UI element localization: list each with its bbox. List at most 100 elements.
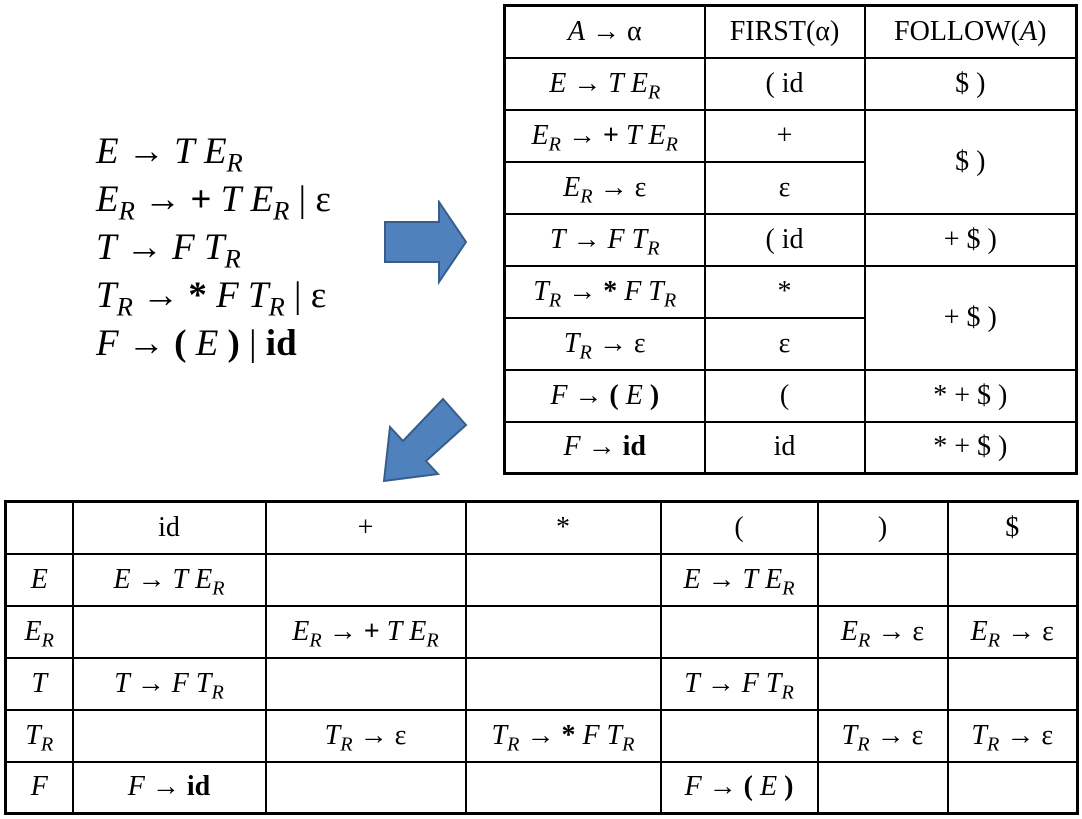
symbol: T	[220, 179, 242, 220]
table-row: E → T ER ( id $ )	[503, 56, 1078, 111]
terminal: (	[174, 323, 187, 364]
table-cell	[946, 552, 1079, 607]
production-cell: ER → + T ER	[503, 108, 706, 163]
arrow-symbol: →	[127, 323, 165, 364]
arrow-symbol: →	[142, 275, 180, 316]
table-cell	[264, 760, 467, 815]
table-header-row: id + * ( ) $	[4, 500, 1079, 555]
table-cell	[464, 656, 662, 711]
production-cell: T → F TR	[503, 212, 706, 267]
follow-cell: $ )	[863, 108, 1078, 215]
table-row: T T → F TR T → F TR	[4, 656, 1079, 711]
epsilon-symbol: ε	[310, 275, 327, 316]
follow-cell: $ )	[863, 56, 1078, 111]
table-row: E E → T ER E → T ER	[4, 552, 1079, 607]
grammar-rule-e: E → T ER	[96, 128, 331, 176]
follow-cell: * + $ )	[863, 420, 1078, 475]
header-terminal: )	[816, 500, 949, 555]
table-row: ER → ε ε	[503, 160, 1077, 215]
table-header-row: A → α FIRST(α) FOLLOW(A)	[503, 4, 1078, 59]
table-cell: TR → ε	[264, 708, 467, 763]
symbol: TR	[96, 275, 133, 322]
header-first: FIRST(α)	[703, 4, 866, 59]
production-cell: E → T ER	[503, 56, 706, 111]
bar-symbol: |	[294, 275, 302, 316]
table-row: TR → ε ε	[503, 316, 1077, 371]
first-cell: ( id	[703, 212, 866, 267]
table-row: F → id id * + $ )	[503, 420, 1078, 475]
production-cell: F → ( E )	[503, 368, 706, 423]
parsing-table: id + * ( ) $ E E → T ER E → T ER ER ER →…	[4, 500, 1079, 815]
grammar-rule-er: ER → + T ER | ε	[96, 176, 331, 224]
table-cell	[946, 760, 1079, 815]
table-cell	[946, 656, 1079, 711]
follow-cell: * + $ )	[863, 368, 1078, 423]
table-cell	[264, 656, 467, 711]
symbol: F	[216, 275, 239, 316]
grammar-rule-t: T → F TR	[96, 224, 331, 272]
table-row: ER ER → + T ER ER → ε ER → ε	[4, 604, 1079, 659]
first-cell: ( id	[703, 56, 866, 111]
grammar-rules: E → T ER ER → + T ER | ε T → F TR TR → *…	[96, 128, 331, 368]
table-cell: T → F TR	[71, 656, 267, 711]
table-cell: TR → ε	[816, 708, 949, 763]
symbol: TR	[247, 275, 285, 322]
arrow-symbol: →	[125, 227, 163, 268]
production-cell: TR → * F TR	[503, 264, 706, 319]
header-corner	[4, 500, 74, 555]
table-cell	[464, 760, 662, 815]
symbol: TR	[203, 227, 241, 274]
terminal: id	[265, 323, 297, 364]
table-cell: TR → ε	[946, 708, 1079, 763]
terminal: +	[190, 179, 212, 220]
table-row: ER → + T ER + $ )	[503, 108, 1078, 215]
header-terminal: *	[464, 500, 662, 555]
symbol: ER	[203, 131, 243, 178]
bar-symbol: |	[249, 323, 257, 364]
table-cell: ER → + T ER	[264, 604, 467, 659]
table-cell	[464, 604, 662, 659]
symbol: F	[172, 227, 195, 268]
first-cell: +	[703, 108, 866, 163]
symbol: F	[96, 323, 119, 364]
first-follow-table: A → α FIRST(α) FOLLOW(A) E → T ER ( id $…	[503, 4, 1078, 475]
right-arrow-icon	[384, 200, 468, 285]
first-cell: id	[703, 420, 866, 475]
nonterminal-cell: T	[4, 656, 74, 711]
table-cell	[659, 708, 819, 763]
table-row: F F → id F → ( E )	[4, 760, 1079, 815]
table-row: TR → * F TR * + $ )	[503, 264, 1078, 371]
table-cell: F → ( E )	[659, 760, 819, 815]
bar-symbol: |	[298, 179, 307, 220]
first-cell: ε	[703, 160, 866, 215]
arrow-symbol: →	[144, 179, 182, 220]
table-cell	[264, 552, 467, 607]
epsilon-symbol: ε	[315, 179, 331, 220]
nonterminal-cell: TR	[4, 708, 74, 763]
header-terminal: $	[946, 500, 1079, 555]
symbol: ER	[96, 179, 135, 226]
follow-cell: + $ )	[863, 212, 1078, 267]
terminal: )	[227, 323, 240, 364]
header-follow: FOLLOW(A)	[863, 4, 1078, 59]
header-terminal: id	[71, 500, 267, 555]
symbol: T	[96, 227, 117, 268]
table-cell: E → T ER	[71, 552, 267, 607]
table-cell: E → T ER	[659, 552, 819, 607]
production-cell: TR → ε	[503, 316, 706, 371]
first-cell: ε	[703, 316, 866, 371]
header-terminal: (	[659, 500, 819, 555]
production-cell: F → id	[503, 420, 706, 475]
arrow-symbol: →	[127, 131, 165, 172]
symbol: T	[174, 131, 195, 172]
symbol: E	[96, 131, 119, 172]
table-cell	[816, 760, 949, 815]
table-cell	[71, 708, 267, 763]
nonterminal-cell: ER	[4, 604, 74, 659]
header-production: A → α	[503, 4, 706, 59]
table-cell: TR → * F TR	[464, 708, 662, 763]
first-cell: *	[703, 264, 866, 319]
first-cell: (	[703, 368, 866, 423]
grammar-rule-f: F → ( E ) | id	[96, 320, 331, 368]
table-cell	[464, 552, 662, 607]
